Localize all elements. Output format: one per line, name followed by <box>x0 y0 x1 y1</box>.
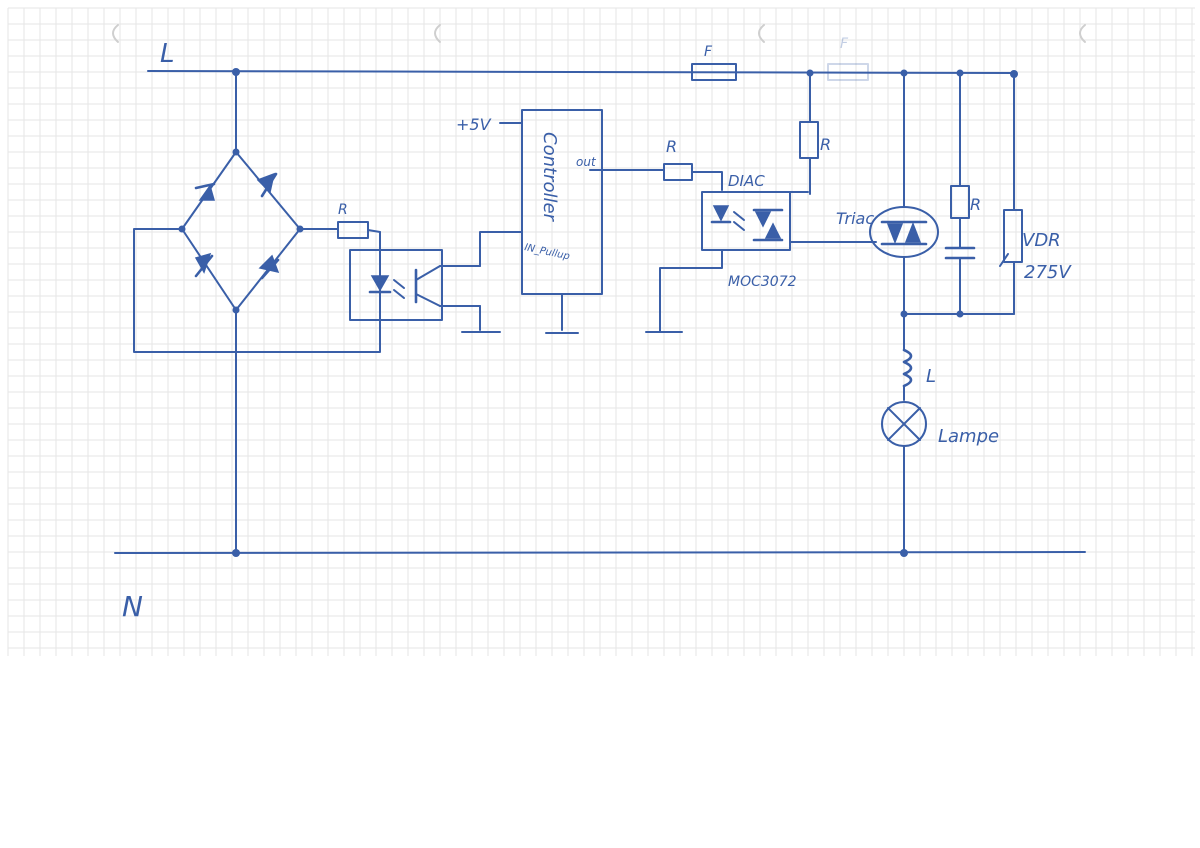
label-line-l: L <box>160 39 175 69</box>
controller-block <box>499 109 665 334</box>
label-neutral-n: N <box>122 590 143 623</box>
resistor-gate <box>799 72 819 195</box>
label-vdr-rating: 275V <box>1024 262 1072 283</box>
binder-holes <box>112 24 1086 43</box>
label-resistor-gate: R <box>820 135 831 154</box>
label-inductor: L <box>926 366 936 387</box>
label-controller-out: out <box>576 155 597 169</box>
label-fuse-main: F <box>704 44 713 60</box>
fuse-main <box>691 63 737 81</box>
label-triac: Triac <box>836 209 874 228</box>
inductor <box>902 313 913 401</box>
optotriac-moc3072 <box>645 191 877 333</box>
label-vdr: VDR <box>1022 230 1061 251</box>
triac <box>869 72 939 315</box>
optocoupler-input <box>349 249 481 321</box>
label-resistor-out: R <box>666 137 677 156</box>
label-resistor-bridge: R <box>338 202 348 218</box>
label-optotriac: MOC3072 <box>728 274 797 290</box>
lamp <box>881 401 927 554</box>
resistor-out <box>663 163 723 191</box>
grid-paper <box>7 7 1195 656</box>
label-controller-in: IN_Pullup <box>523 242 570 262</box>
neutral-n-rail <box>114 551 1086 554</box>
resistor-bridge <box>337 221 381 239</box>
label-supply-5v: +5V <box>456 115 492 134</box>
line-l-rail <box>147 70 1017 74</box>
label-lamp: Lampe <box>938 426 999 447</box>
label-controller: Controller <box>539 132 560 223</box>
label-resistor-snubber: R <box>970 195 981 214</box>
label-diac: DIAC <box>728 172 765 190</box>
snubber-rc <box>944 72 976 315</box>
fuse-faint <box>827 63 869 81</box>
junction-dots <box>178 68 1018 557</box>
varistor-vdr <box>903 72 1023 315</box>
wire-opto-to-controller <box>461 231 523 333</box>
label-fuse-faint: F <box>840 36 849 52</box>
